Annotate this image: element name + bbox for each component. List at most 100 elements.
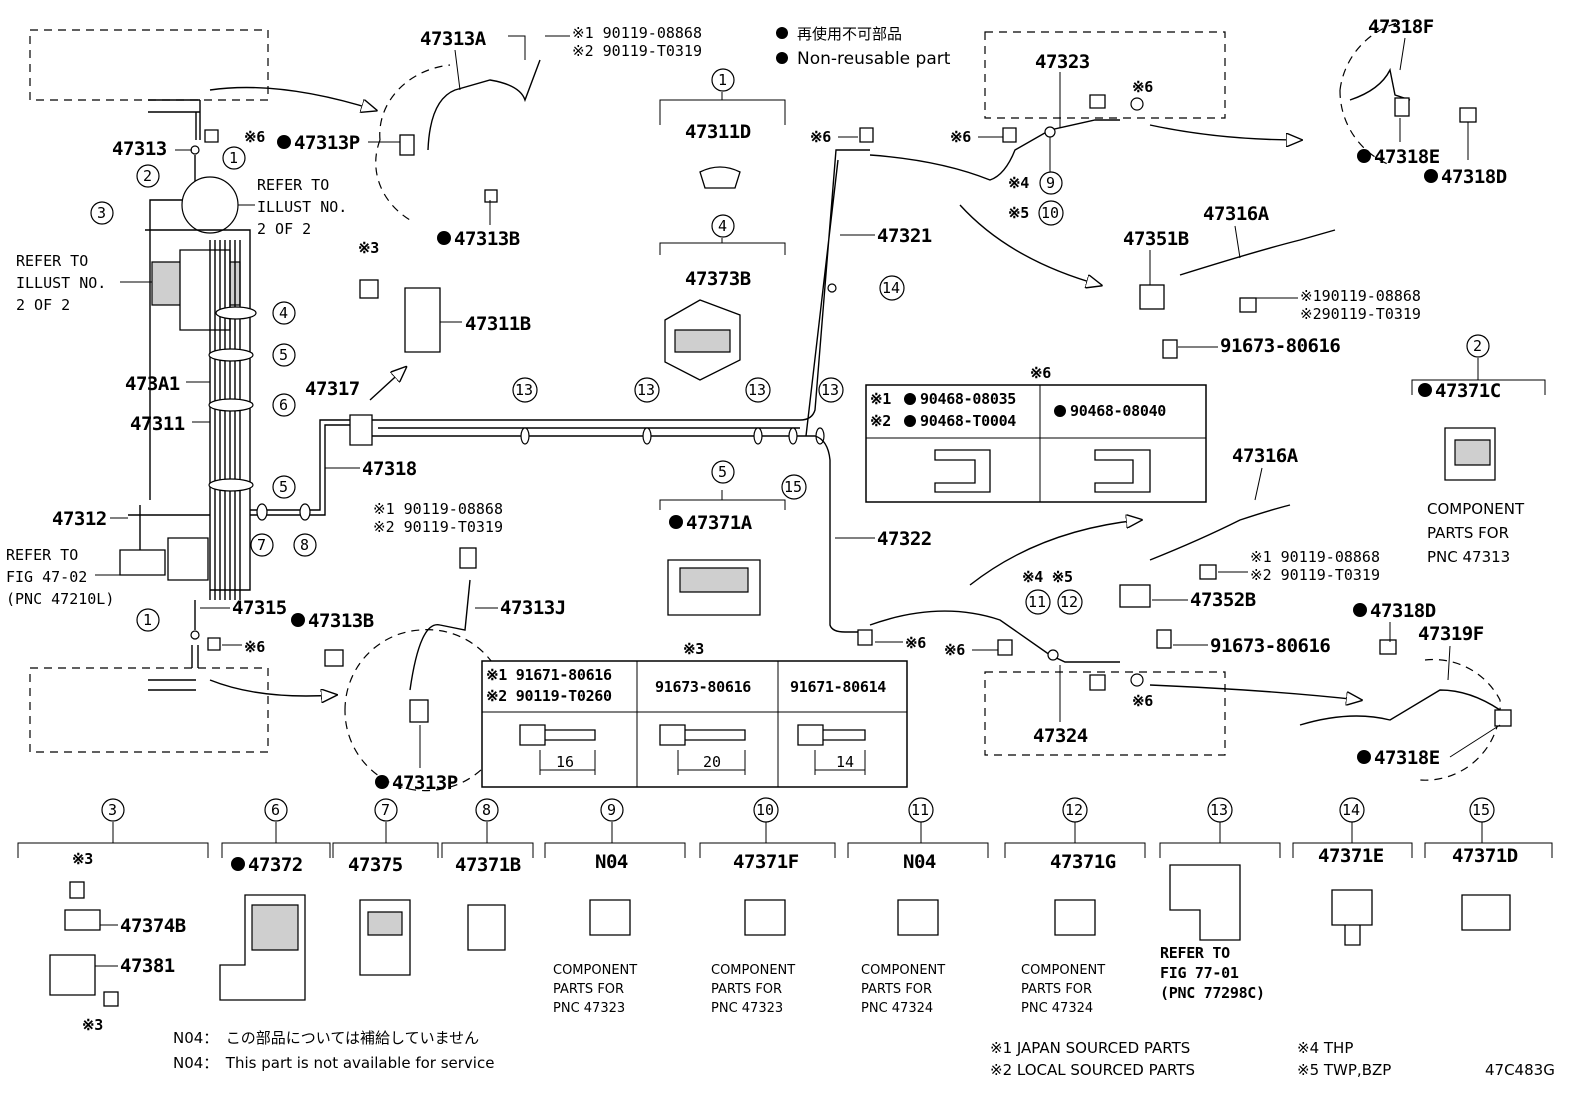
label-47371C: 47371C xyxy=(1435,380,1501,402)
svg-text:11: 11 xyxy=(911,801,929,819)
svg-text:4: 4 xyxy=(718,217,727,235)
svg-text:8: 8 xyxy=(482,801,491,819)
bolt-icon-16 xyxy=(519,724,596,746)
label-47313B-top: 47313B xyxy=(454,228,520,250)
callout-10-b: 10 xyxy=(753,797,779,823)
legend-jp: 再使用不可部品 xyxy=(797,25,902,43)
svg-text:15: 15 xyxy=(784,478,802,496)
label-47318E-bot: 47318E xyxy=(1374,747,1440,769)
clip-14-icon xyxy=(1331,889,1373,946)
hose-47316A-top xyxy=(1179,229,1336,276)
svg-text:1: 1 xyxy=(718,71,727,89)
refer-13-2: FIG 77-01 xyxy=(1160,964,1239,982)
refer-left-3: 2 OF 2 xyxy=(16,296,70,314)
label-47321: 47321 xyxy=(877,225,932,247)
table-s6-c2-part: 90468-08040 xyxy=(1070,402,1166,420)
callout-circles: 1 2 3 4 5 6 5 7 8 1 1 4 5 13 13 13 13 15… xyxy=(90,68,1495,823)
table-s3-c1-l2: ※2 90119-T0260 xyxy=(486,687,612,705)
comp-12-3: PNC 47324 xyxy=(1021,1001,1093,1016)
callout-12-b: 12 xyxy=(1062,797,1088,823)
callout-7-a: 7 xyxy=(250,533,274,557)
hose-47313J xyxy=(409,579,471,691)
label-47317: 47317 xyxy=(305,378,360,400)
callout-8-a: 8 xyxy=(293,533,317,557)
label-47381: 47381 xyxy=(120,955,175,977)
arrow-front-left xyxy=(209,86,375,111)
hose-47316A-bot xyxy=(1149,504,1291,561)
table-s6-r2-part: 90468-T0004 xyxy=(920,412,1016,430)
label-s3-top: ※3 xyxy=(358,239,379,257)
svg-text:9: 9 xyxy=(607,801,616,819)
svg-text:14: 14 xyxy=(882,279,900,297)
callout-1-b: 1 xyxy=(136,608,160,632)
callout-1-a: 1 xyxy=(222,146,246,170)
arrow-47317 xyxy=(369,368,405,401)
callout-4-a: 4 xyxy=(272,301,296,325)
clip-15-icon xyxy=(1461,894,1511,931)
label-47371D: 47371D xyxy=(1452,845,1518,867)
table-s3-len2: 20 xyxy=(703,753,721,771)
svg-text:15: 15 xyxy=(1472,801,1490,819)
clip-9-icon xyxy=(589,899,631,936)
svg-text:13: 13 xyxy=(748,381,766,399)
label-47311: 47311 xyxy=(130,413,185,435)
svg-text:2: 2 xyxy=(1473,337,1482,355)
callout-13-c: 13 xyxy=(745,377,771,403)
vehicle-outline-top-right xyxy=(984,31,1226,119)
clip-12-icon xyxy=(1054,899,1096,936)
svg-text:5: 5 xyxy=(279,346,288,364)
svg-text:4: 4 xyxy=(279,304,288,322)
label-47311B: 47311B xyxy=(465,313,531,335)
svg-text:3: 3 xyxy=(97,204,106,222)
refer-top-1: REFER TO xyxy=(257,176,329,194)
svg-text:2: 2 xyxy=(143,167,152,185)
label-47316A-bot: 47316A xyxy=(1232,445,1299,467)
label-90119-T0319-c: ※290119-T0319 xyxy=(1300,305,1421,323)
label-90119-08868-b: ※1 90119-08868 xyxy=(373,500,503,518)
callout-11-b: 11 xyxy=(908,797,934,823)
callout-5-c: 5 xyxy=(711,460,735,484)
comp-11-3: PNC 47324 xyxy=(861,1001,933,1016)
arrow-front-right xyxy=(1149,124,1300,140)
label-47373B: 47373B xyxy=(685,268,751,290)
svg-text:7: 7 xyxy=(381,801,390,819)
comp-9-1: COMPONENT xyxy=(553,963,637,978)
callout-8-b: 8 xyxy=(475,798,499,822)
svg-text:8: 8 xyxy=(300,536,309,554)
label-n04-9: N04 xyxy=(595,851,628,873)
label-s6-b: ※6 xyxy=(244,638,265,656)
refer-13-1: REFER TO xyxy=(1160,944,1230,962)
label-s4-a: ※4 xyxy=(1008,174,1029,192)
callout-10-a: 10 xyxy=(1038,200,1064,226)
comp-10-1: COMPONENT xyxy=(711,963,795,978)
clip-11-icon xyxy=(897,899,939,936)
label-47322: 47322 xyxy=(877,528,932,550)
comp-11-1: COMPONENT xyxy=(861,963,945,978)
label-47316A-top: 47316A xyxy=(1203,203,1270,225)
bottom-s3b: ※3 xyxy=(82,1016,103,1034)
svg-text:6: 6 xyxy=(279,396,288,414)
callout-3-a: 3 xyxy=(90,201,114,225)
arrow-rear-left xyxy=(209,679,335,696)
refer-fig-3: (PNC 47210L) xyxy=(6,590,114,608)
label-47374B: 47374B xyxy=(120,915,186,937)
refer-fig-2: FIG 47-02 xyxy=(6,568,87,586)
table-s3: ※3 ※1 91671-80616 ※2 90119-T0260 91673-8… xyxy=(481,640,908,788)
table-s3-len1: 16 xyxy=(556,753,574,771)
comp-10-3: PNC 47323 xyxy=(711,1001,783,1016)
refer-left-1: REFER TO xyxy=(16,252,88,270)
bolt-icon-20 xyxy=(659,724,746,746)
label-s5-a: ※5 xyxy=(1008,204,1029,222)
refer-13-3: (PNC 77298C) xyxy=(1160,984,1265,1002)
callout-11-a: 11 xyxy=(1025,589,1051,615)
callout-3-b: 3 xyxy=(101,798,125,822)
table-s3-mark: ※3 xyxy=(683,640,704,658)
label-s6-h: ※6 xyxy=(1132,692,1153,710)
label-90119-08868-a: ※1 90119-08868 xyxy=(572,24,702,42)
note-2: ※2 LOCAL SOURCED PARTS xyxy=(990,1061,1195,1079)
comp-12-2: PARTS FOR xyxy=(1021,982,1092,997)
clamp-47371B-icon xyxy=(467,904,506,951)
callout-2-a: 2 xyxy=(136,164,160,188)
callout-12-a: 12 xyxy=(1057,589,1083,615)
comp-12-1: COMPONENT xyxy=(1021,963,1105,978)
